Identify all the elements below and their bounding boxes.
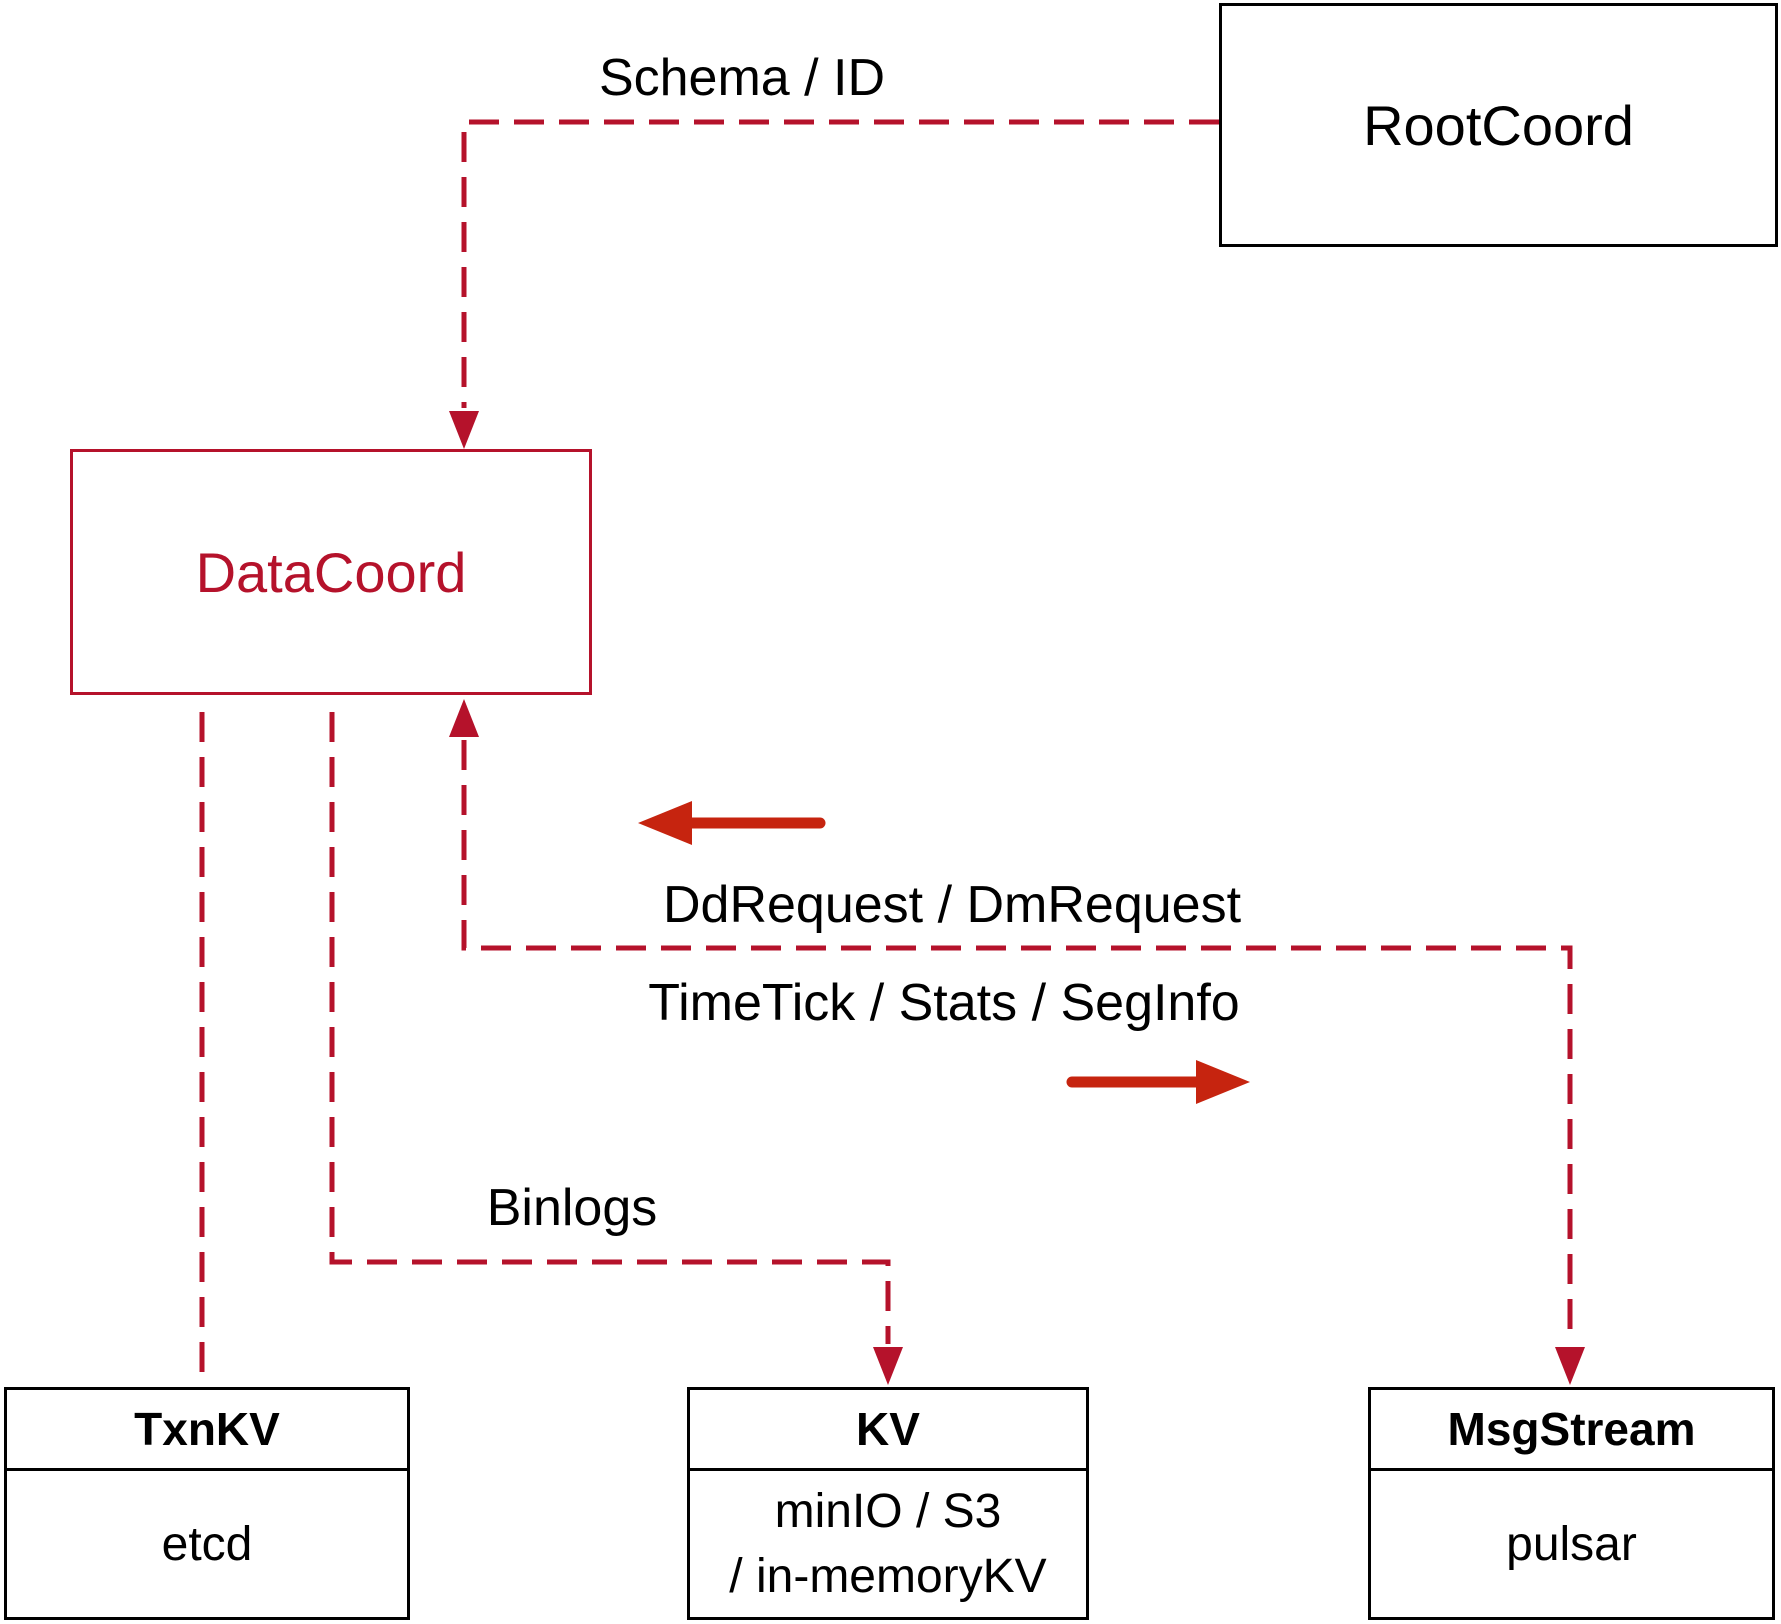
edge-rootcoord-to-datacoord [461, 119, 1219, 408]
kv-body-line1: minIO / S3 [774, 1485, 1002, 1538]
node-msgstream: MsgStream pulsar [1368, 1387, 1775, 1620]
msgstream-title: MsgStream [1371, 1390, 1772, 1471]
kv-body-line2: / in-memoryKV [729, 1550, 1047, 1603]
edge-label-ddrequest-dmrequest: DdRequest / DmRequest [662, 876, 1242, 934]
msgstream-body: pulsar [1371, 1471, 1772, 1617]
kv-body: minIO / S3 / in-memoryKV [690, 1471, 1086, 1617]
txnkv-body-text: etcd [161, 1517, 253, 1571]
datacoord-label: DataCoord [195, 540, 467, 604]
arrowhead-down-icon [449, 411, 479, 449]
node-txnkv: TxnKV etcd [4, 1387, 410, 1620]
arrow-right-icon [1066, 1060, 1250, 1104]
edge-label-schema-id: Schema / ID [598, 49, 886, 107]
edge-datacoord-to-kv [329, 712, 891, 1344]
arrowhead-up-icon [449, 699, 479, 737]
edge-datacoord-to-msgstream [461, 740, 1573, 1344]
rootcoord-label: RootCoord [1363, 93, 1634, 157]
node-kv: KV minIO / S3 / in-memoryKV [687, 1387, 1089, 1620]
edge-label-timetick-stats-seginfo: TimeTick / Stats / SegInfo [648, 974, 1240, 1032]
msgstream-body-text: pulsar [1506, 1517, 1637, 1571]
node-datacoord: DataCoord [70, 449, 592, 695]
arrowhead-down-icon [873, 1347, 903, 1385]
arrow-left-icon [638, 801, 826, 845]
edge-label-binlogs: Binlogs [486, 1179, 658, 1237]
kv-title: KV [690, 1390, 1086, 1471]
arrowhead-down-icon [1555, 1347, 1585, 1385]
txnkv-body: etcd [7, 1471, 407, 1617]
node-rootcoord: RootCoord [1219, 3, 1778, 247]
txnkv-title: TxnKV [7, 1390, 407, 1471]
